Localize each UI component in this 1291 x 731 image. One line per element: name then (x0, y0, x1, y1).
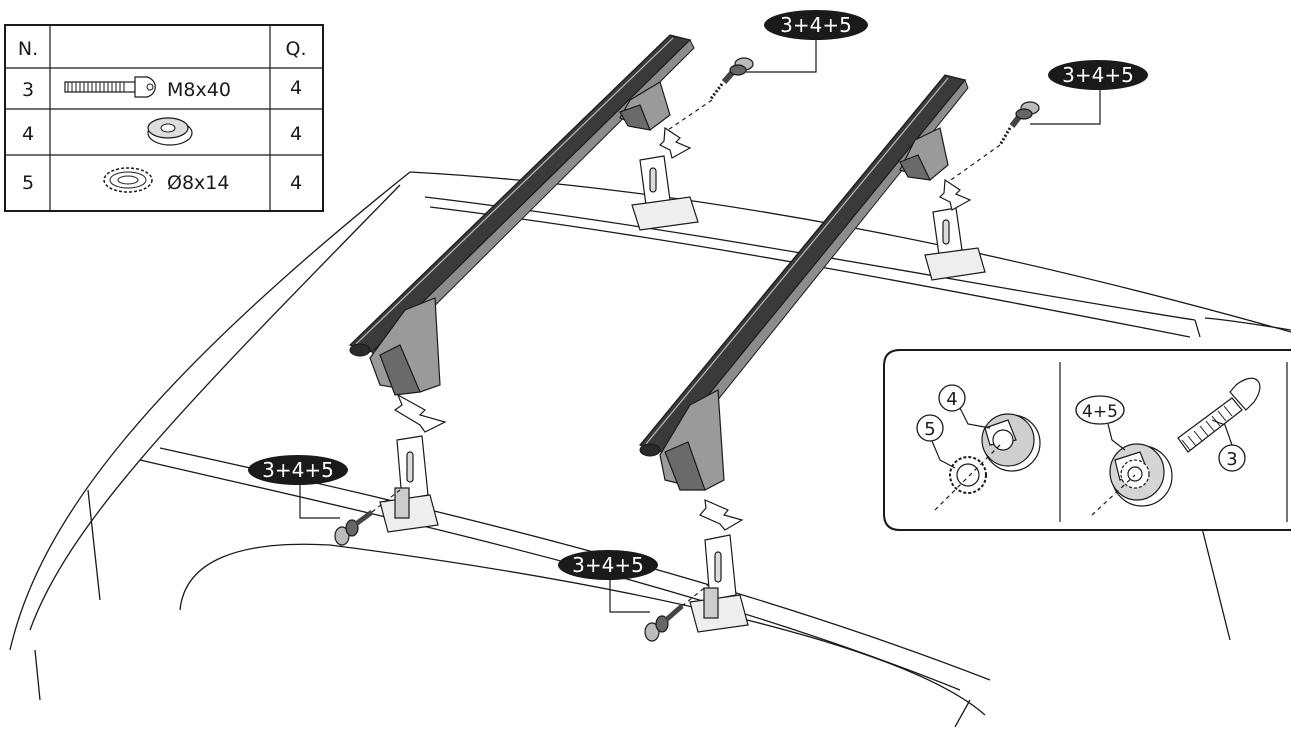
table-header-quantity: Q. (286, 38, 307, 60)
detail-inset: 4 5 4+5 3 (883, 349, 1291, 531)
spacer-washer-icon (147, 117, 193, 146)
toothed-lock-washer-icon (103, 167, 153, 193)
right-bar-front-foot (659, 389, 725, 491)
row-3-number: 3 (22, 79, 34, 101)
arrow-right-rear (938, 178, 972, 211)
svg-text:4: 4 (946, 389, 957, 410)
inset-label-3: 3 (1211, 419, 1246, 472)
bracket-left-rear (631, 155, 699, 231)
bolt-rear-right (644, 584, 709, 642)
callout-leaders (299, 40, 1101, 613)
svg-text:3+4+5: 3+4+5 (572, 553, 644, 577)
inset-spacer-washer (981, 413, 1041, 472)
arrow-left-front (393, 393, 447, 433)
inset-label-4-plus-5: 4+5 (1075, 395, 1126, 451)
arrow-left-rear (658, 126, 692, 159)
row-5-quantity: 4 (290, 172, 302, 194)
inset-bolt (1177, 377, 1261, 453)
svg-text:3+4+5: 3+4+5 (780, 13, 852, 37)
left-bar-rear-foot (619, 81, 671, 131)
svg-text:5: 5 (924, 419, 935, 440)
callout-rear-left: 3+4+5 (248, 455, 348, 485)
callout-front-left-top: 3+4+5 (764, 10, 868, 40)
left-bar-front-foot (369, 297, 441, 396)
bolt-icon (64, 76, 156, 98)
inset-toothed-lock-washer (949, 456, 987, 494)
row-5-number: 5 (22, 172, 34, 194)
direction-arrows (393, 126, 972, 531)
bracket-right-front (689, 534, 749, 633)
inset-label-5: 5 (916, 414, 956, 469)
callout-rear-right: 3+4+5 (558, 550, 658, 580)
right-bar-rear-foot (899, 127, 949, 181)
bracket-left-front (379, 435, 439, 533)
row-4-quantity: 4 (290, 123, 302, 145)
row-3-quantity: 4 (290, 77, 302, 99)
row-4-number: 4 (22, 123, 34, 145)
right-roof-bar (638, 74, 969, 463)
bolt-rear-left (334, 489, 401, 546)
callout-front-right-top: 3+4+5 (1048, 60, 1148, 90)
row-5-part-label: Ø8x14 (167, 172, 229, 194)
svg-text:3+4+5: 3+4+5 (1062, 63, 1134, 87)
inset-label-4: 4 (938, 384, 991, 429)
left-roof-bar (348, 34, 695, 363)
svg-text:3+4+5: 3+4+5 (262, 458, 334, 482)
bracket-right-rear (924, 207, 986, 281)
bolt-front-right-top (947, 101, 1040, 183)
row-3-part-label: M8x40 (167, 79, 231, 101)
svg-text:3: 3 (1226, 449, 1237, 470)
table-header-number: N. (18, 38, 38, 60)
bolt-front-left-top (667, 57, 754, 131)
parts-table: N. Q. 3 4 5 M8x40 Ø8x14 4 4 4 (4, 24, 324, 212)
arrow-right-front (699, 499, 744, 531)
svg-text:4+5: 4+5 (1082, 402, 1118, 422)
